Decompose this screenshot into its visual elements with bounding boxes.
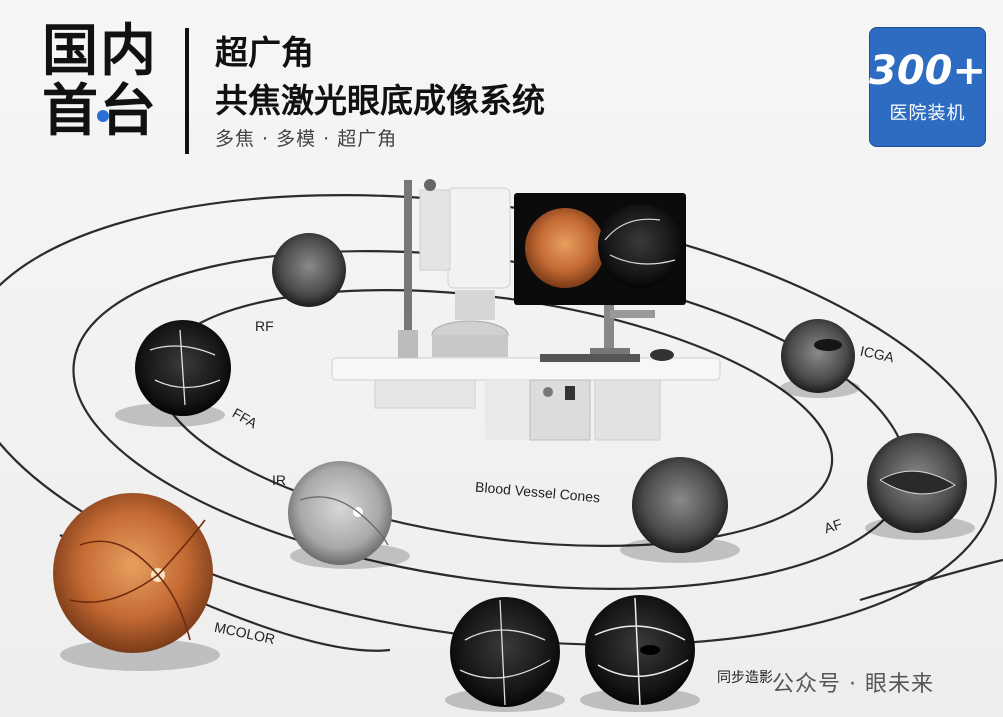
retina-mcolor [53, 493, 213, 653]
stamp-number: 300+ [869, 48, 987, 94]
retina-sync-2 [585, 595, 695, 706]
device-desk [331, 357, 721, 441]
retina-blood-vessel-cones [632, 457, 728, 553]
stamp-text: 医院装机 [889, 103, 966, 124]
page-title-line2: 共焦激光眼底成像系统 [215, 81, 545, 120]
header-divider [185, 28, 189, 154]
retina-ir [288, 461, 392, 565]
badge-line1: 国内 [42, 19, 158, 84]
label-rf: RF [255, 318, 274, 334]
accent-dot [97, 110, 109, 122]
label-ir: IR [272, 472, 286, 488]
watermark: 公众号 · 眼未来 [772, 672, 934, 697]
retina-ffa [135, 320, 231, 416]
label-sync-angiography: 同步造影 [717, 670, 773, 686]
device-monitor [514, 193, 686, 362]
badge-headline: 国内 首台 [42, 22, 158, 142]
install-count-stamp: 300+ 医院装机 [869, 27, 986, 147]
device-camera [398, 179, 511, 358]
page-subtitle: 多焦 · 多模 · 超广角 [215, 128, 398, 150]
retina-rf [272, 233, 346, 307]
retina-sync-1 [450, 597, 560, 707]
retina-icga [781, 319, 855, 393]
page-title-line1: 超广角 [215, 33, 314, 72]
retina-af [867, 433, 967, 533]
